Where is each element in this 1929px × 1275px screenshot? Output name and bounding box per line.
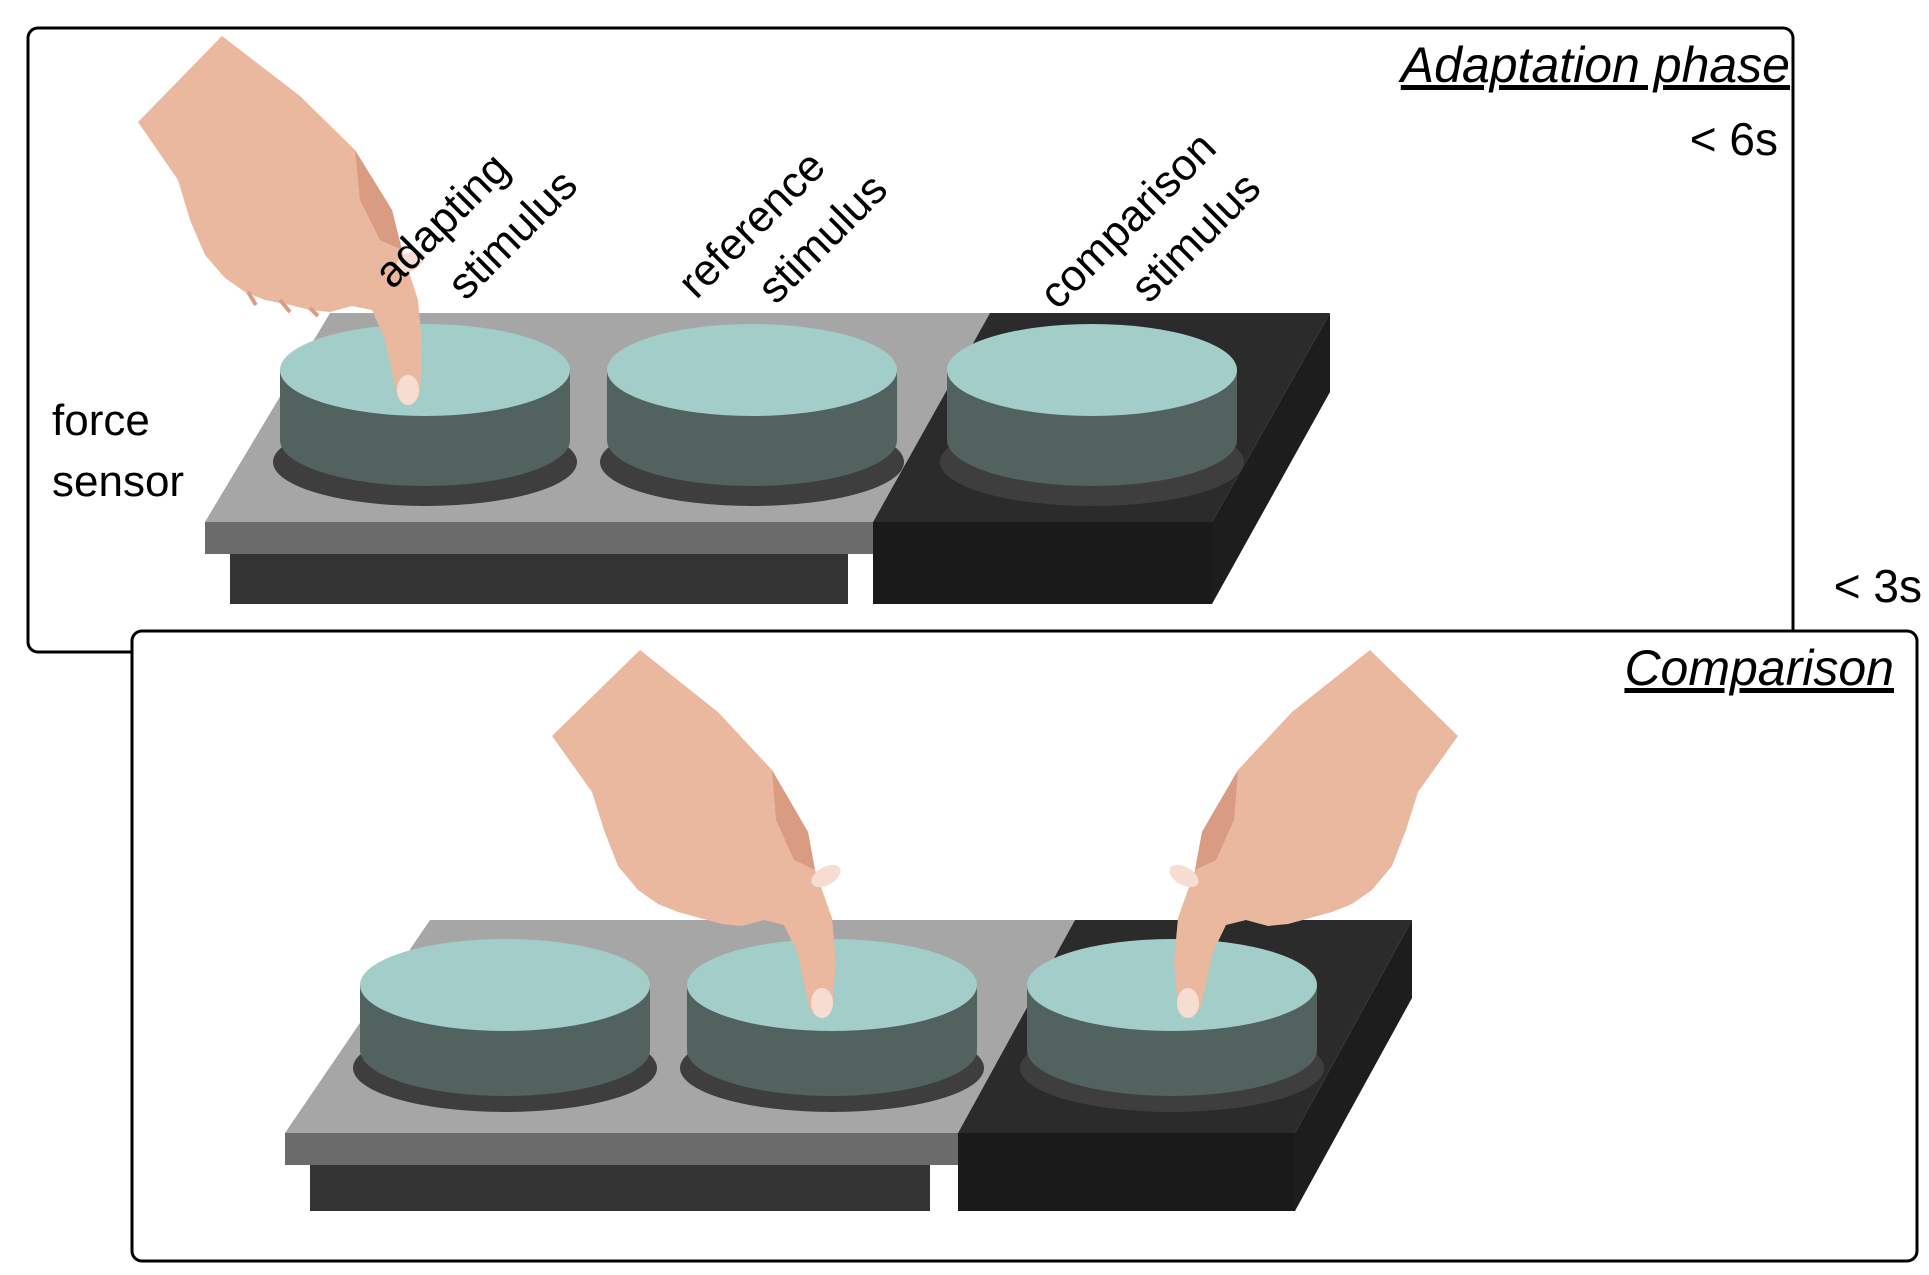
disc-comparison xyxy=(1020,939,1324,1112)
adaptation-phase-title: Adaptation phase xyxy=(1398,37,1790,93)
force-sensor-label-line1: force xyxy=(52,396,150,445)
hand-icon xyxy=(138,36,425,405)
force-sensor-label-line2: sensor xyxy=(52,457,184,506)
hand-icon xyxy=(552,650,841,1018)
comparison-panel: Comparison xyxy=(130,629,1919,1263)
disc-adapting xyxy=(353,939,657,1112)
disc-reference xyxy=(680,939,984,1112)
platform-dark-front xyxy=(958,1133,1295,1211)
disc-comparison xyxy=(940,324,1244,506)
disc-top xyxy=(280,324,570,416)
hand-icon xyxy=(1169,650,1458,1018)
platform-light-front xyxy=(205,522,873,554)
interval-duration: < 3s xyxy=(1834,560,1922,612)
platform-dark-side xyxy=(1212,313,1330,604)
disc-adapting xyxy=(273,324,577,506)
adaptation-panel: force sensor adapting stimulus reference… xyxy=(26,26,1795,654)
platform-light-base xyxy=(310,1165,930,1211)
disc-reference xyxy=(600,324,904,506)
disc-top xyxy=(947,324,1237,416)
disc-top xyxy=(1027,939,1317,1031)
platform-dark-front xyxy=(873,522,1212,604)
comparison-title: Comparison xyxy=(1624,640,1894,696)
disc-top xyxy=(607,324,897,416)
disc-top xyxy=(360,939,650,1031)
platform-dark-side xyxy=(1295,920,1412,1211)
platform-light-front xyxy=(285,1133,958,1165)
adaptation-duration: < 6s xyxy=(1690,113,1778,165)
force-sensor-label: force sensor xyxy=(52,396,184,506)
platform-light-base xyxy=(230,554,848,604)
